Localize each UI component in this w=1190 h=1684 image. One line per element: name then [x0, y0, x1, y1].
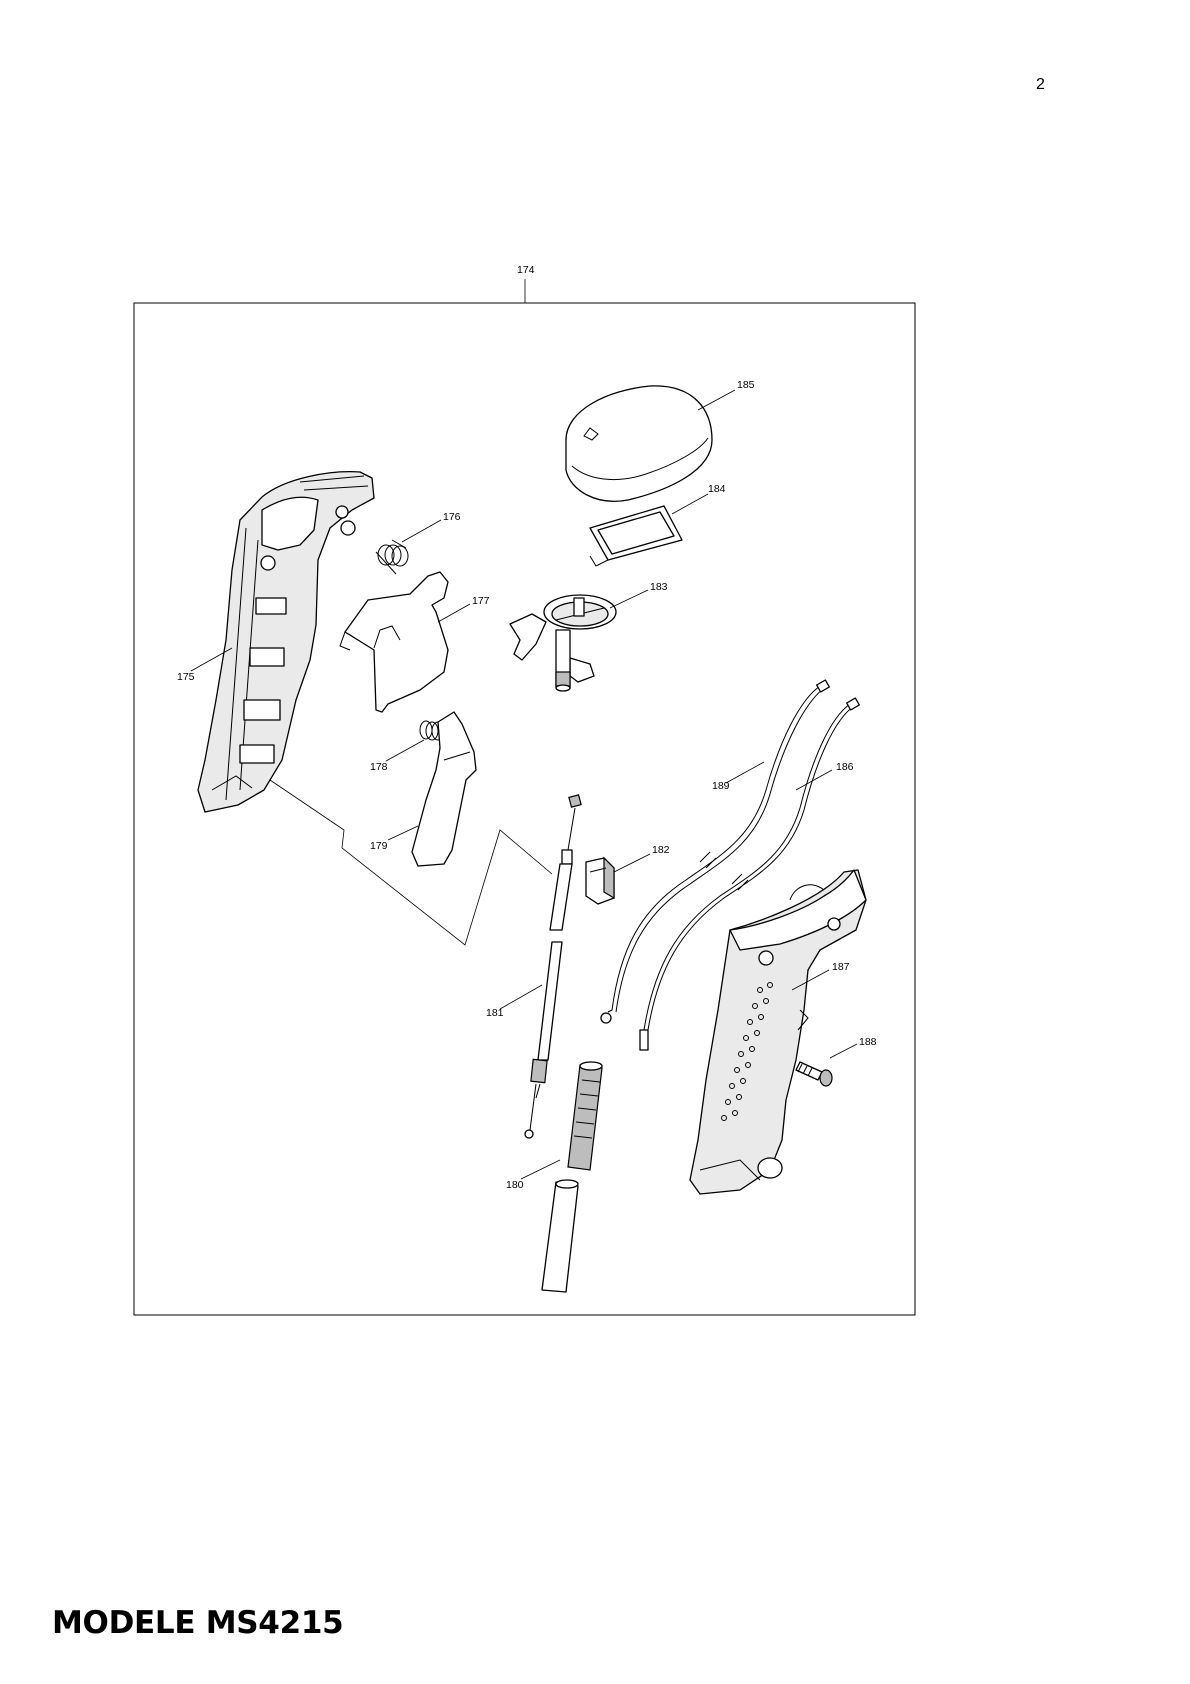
- part-175-handle-left-half: [197, 471, 375, 813]
- part-182-cable-clip: [585, 856, 615, 905]
- label-188: 188: [859, 1036, 877, 1048]
- part-188-screw: [795, 1061, 833, 1087]
- part-184-gasket: [589, 505, 683, 567]
- part-183-switch: [509, 594, 617, 692]
- part-189-wire: [600, 679, 830, 1024]
- label-174: 174: [517, 264, 535, 276]
- label-177: 177: [472, 595, 490, 607]
- part-181-throttle-cable: [524, 794, 582, 1139]
- label-181: 181: [486, 1007, 504, 1019]
- part-177-throttle-trigger: [339, 571, 449, 713]
- label-187: 187: [832, 961, 850, 973]
- label-182: 182: [652, 844, 670, 856]
- break-mark: [699, 851, 717, 869]
- assembly-frame: [133, 302, 916, 1316]
- leader-175-to-181: [269, 779, 553, 946]
- page-number: 2: [1036, 76, 1045, 93]
- label-180: 180: [506, 1179, 524, 1191]
- part-180-tube: [541, 1061, 603, 1293]
- label-175: 175: [177, 671, 195, 683]
- label-176: 176: [443, 511, 461, 523]
- part-179-lock-out-lever: [411, 711, 477, 867]
- part-186-wire: [639, 697, 860, 1051]
- label-186: 186: [836, 761, 854, 773]
- label-179: 179: [370, 840, 388, 852]
- part-176-spring: [375, 539, 409, 575]
- break-mark: [731, 873, 749, 891]
- label-189: 189: [712, 780, 730, 792]
- part-185-cover: [565, 385, 713, 502]
- label-184: 184: [708, 483, 726, 495]
- label-178: 178: [370, 761, 388, 773]
- grip-holes: [721, 982, 773, 1121]
- part-187-handle-right-half: [689, 869, 867, 1195]
- label-183: 183: [650, 581, 668, 593]
- label-185: 185: [737, 379, 755, 391]
- model-title: MODELE MS4215: [52, 1605, 344, 1641]
